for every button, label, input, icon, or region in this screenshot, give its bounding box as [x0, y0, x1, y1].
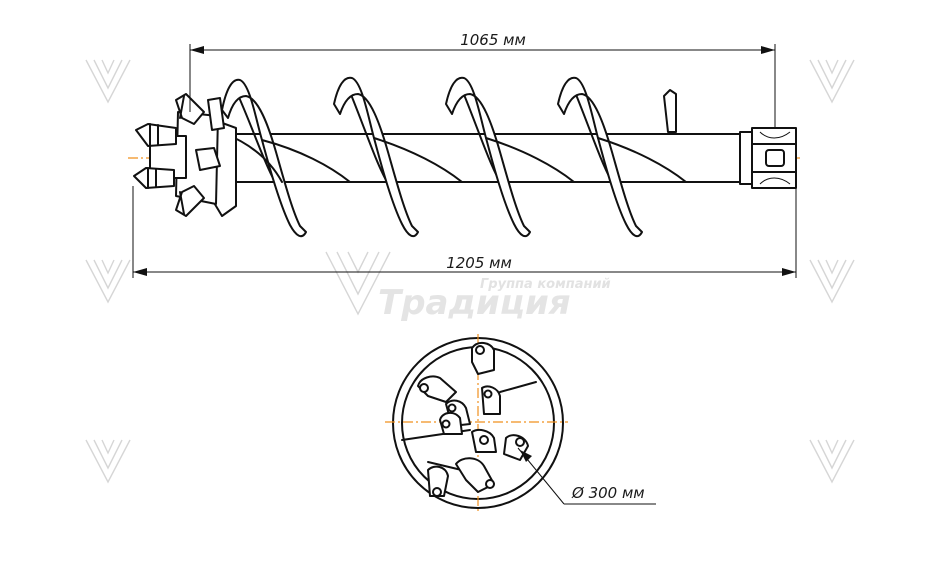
cutting-tooth-front [471, 342, 495, 375]
hex-connector [739, 127, 797, 189]
dimension-auger-length: 1065 мм [189, 31, 776, 128]
watermark-logo-mid-left [85, 259, 131, 304]
watermark-logo-top-right [809, 59, 855, 104]
cutting-tooth-side [135, 123, 177, 147]
cutting-tooth-front [417, 375, 457, 403]
watermark-company-line: Группа компаний [480, 277, 611, 292]
dimension-diameter: Ø 300 мм [517, 447, 656, 505]
watermark-logos [85, 59, 855, 484]
dimension-label-auger-length: 1065 мм [460, 31, 526, 49]
auger-flights [221, 76, 687, 238]
cutting-tooth-side [175, 185, 205, 217]
cutting-head-side [133, 93, 237, 217]
dimension-label-diameter: Ø 300 мм [571, 484, 645, 502]
cutting-tooth-side [207, 97, 225, 131]
cutting-tooth-front [481, 385, 501, 415]
dimension-label-total-length: 1205 мм [446, 254, 512, 272]
cutting-tooth-front [471, 429, 497, 453]
cutting-tooth-front [427, 465, 449, 497]
cutting-head-front-view [385, 334, 568, 512]
watermark-logo-bottom-left [85, 439, 131, 484]
cutting-tooth-front [455, 457, 495, 493]
cutting-tooth-side [133, 167, 175, 189]
watermark-text: Группа компаний Традиция [378, 277, 611, 323]
dimension-total-length: 1205 мм [132, 186, 797, 278]
watermark-logo-top-left [85, 59, 131, 104]
cutting-tooth-side [195, 147, 221, 171]
watermark-logo-mid-right [809, 259, 855, 304]
cutting-tooth-front [439, 412, 463, 435]
watermark-logo-bottom-right [809, 439, 855, 484]
watermark-brand: Традиция [378, 283, 571, 323]
